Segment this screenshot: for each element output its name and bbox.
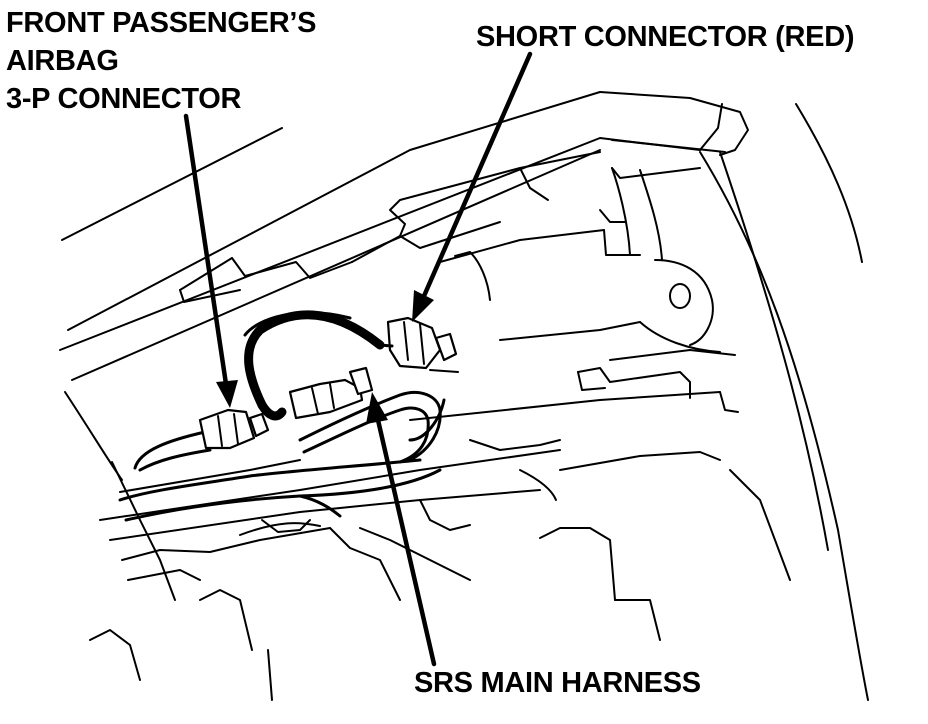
airbag-connector-label-line3: 3-P CONNECTOR xyxy=(6,83,242,115)
airbag-connector-label-line1: FRONT PASSENGER’S xyxy=(6,7,317,39)
harness-arrowhead xyxy=(366,392,388,424)
airbag-connector-label-line2: AIRBAG xyxy=(6,45,119,77)
airbag-connector-arrowhead xyxy=(216,380,238,408)
short-connector-arrowhead xyxy=(412,290,434,322)
dashboard-outline xyxy=(59,91,869,701)
srs-harness-assembly xyxy=(118,310,459,522)
srs-main-harness-label: SRS MAIN HARNESS xyxy=(414,667,701,699)
leader-lines xyxy=(183,51,533,667)
airbag-connector-label: FRONT PASSENGER’S AIRBAG 3-P CONNECTOR xyxy=(6,4,316,118)
short-connector-label: SHORT CONNECTOR (RED) xyxy=(476,21,855,53)
